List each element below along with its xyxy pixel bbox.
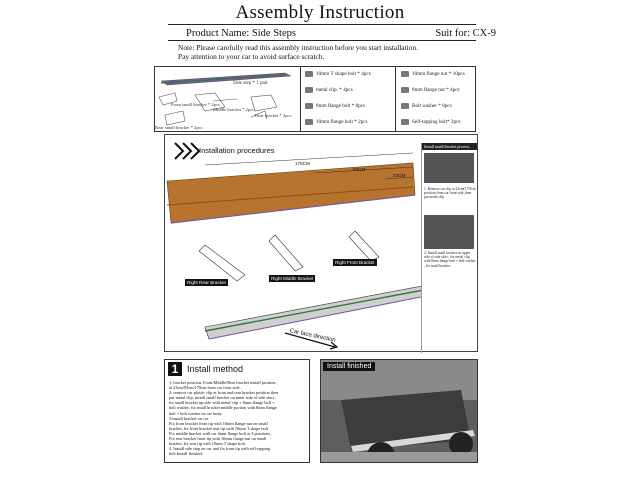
part-side-step: Side step * 1 pair [233,81,268,86]
small-bracket-step-1: 1. Remove car clip at 23cm(17/9cm positi… [424,187,476,200]
small-bracket-photo-2 [424,215,474,249]
bolt-icon [305,119,313,125]
part-flange-nut: 10mm flange nut * 10pcs [401,71,465,77]
part-flange-nut-label: 10mm flange nut * 10pcs [412,71,465,77]
dim-178: 178CM [295,161,310,166]
middle-bracket-tag: Right Middle Bracket [269,275,316,282]
nut-icon [401,71,409,77]
procedures-label: Installation procedures [199,146,275,155]
chevrons-icon [174,142,201,160]
method-title: Install method [187,364,244,374]
parts-left-panel: Side step * 1 pair Front small bracket *… [154,66,396,132]
dim-23: 23CM [393,173,406,178]
part-washer: Bolt washer * 8pcs [401,103,452,109]
product-name: Product Name: Side Steps [186,28,296,39]
car-photo [321,360,477,462]
suit-for: Suit for: CX-9 [435,28,496,39]
rear-bracket-tag: Right Rear Bracket [185,279,228,286]
part-8mm-bolt: 8mm flange bolt * 8pcs [305,103,365,109]
part-middle: Middle bracket * 2pcs [213,107,254,112]
bolt-icon [305,71,313,77]
small-bracket-panel: Install small bracket process 1. Remove … [421,143,477,353]
part-rear-small: Rear small bracket * 2pcs [155,125,203,130]
install-diagram [166,152,421,350]
part-front-small: Front small bracket * 2pcs [171,102,220,107]
washer-icon [401,103,409,109]
part-t-bolt: 10mm T shape bolt * 4pcs [305,71,371,77]
installation-panel: Installation procedures 178CM 93CM 23CM … [164,134,478,353]
small-bracket-heading: Install small bracket process [422,143,477,150]
bolt-icon [305,103,313,109]
small-bracket-photo-1 [424,153,474,183]
note-line-1: Note: Please carefully read this assembl… [178,43,418,52]
product-rule [168,40,476,41]
nut-icon [401,87,409,93]
part-rear: Rear bracket * 2pcs [255,113,292,118]
install-finished-label: Install finished [323,362,376,371]
part-8mm-nut: 8mm flange nut * 4pcs [401,87,460,93]
part-metal-clip: metal clip. * 4pcs [305,87,353,93]
dim-93: 93CM [353,167,366,172]
title-rule [168,24,476,25]
page-title: Assembly Instruction [235,2,405,23]
install-method-panel: 1 Install method 1: bracket position, Fr… [164,359,310,463]
small-bracket-step-2: 2. Install small bracket on upper side o… [424,251,476,268]
part-metal-clip-label: metal clip. * 4pcs [316,87,353,93]
parts-right-panel: 10mm T shape bolt * 4pcs 10mm flange nut… [300,66,476,132]
part-self-tap-label: Self-tapping bolt* 2pcs [412,119,461,125]
step-number: 1 [168,362,182,376]
note-line-2: Pay attention to your car to avoid surfa… [178,52,325,61]
clip-icon [305,87,313,93]
install-finished-photo: Install finished [320,359,478,463]
front-bracket-tag: Right Front Bracket [333,259,377,266]
part-t-bolt-label: 10mm T shape bolt * 4pcs [316,71,371,77]
parts-drawing [158,72,292,126]
part-washer-label: Bolt washer * 8pcs [412,103,452,109]
install-header: Installation procedures [165,135,415,165]
screw-icon [401,119,409,125]
part-10mm-bolt-label: 10mm flange bolt * 2pcs [316,119,368,125]
method-body: 1: bracket position, Front/Middle/Rear b… [169,380,279,457]
part-self-tap: Self-tapping bolt* 2pcs [401,119,460,125]
part-10mm-bolt: 10mm flange bolt * 2pcs [305,119,368,125]
note: Note: Please carefully read this assembl… [178,43,478,61]
part-8mm-nut-label: 8mm flange nut * 4pcs [412,87,460,93]
product-row: Product Name: Side Steps Suit for: CX-9 [186,28,496,39]
part-8mm-bolt-label: 8mm flange bolt * 8pcs [316,103,365,109]
